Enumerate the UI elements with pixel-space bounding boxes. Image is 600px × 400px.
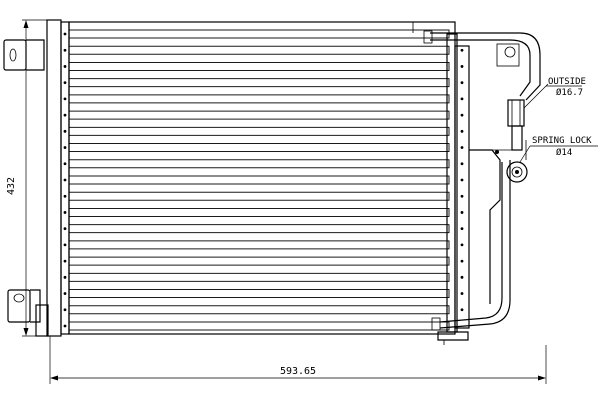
width-dimension: 593.65: [49, 336, 547, 384]
tube-rows: [68, 29, 450, 331]
inlet-pipe: [423, 30, 541, 101]
tube-7: [68, 126, 450, 136]
right-tank-dot: [460, 292, 464, 295]
left-tank-dot: [63, 292, 67, 295]
left-header-tank: [35, 19, 70, 337]
left-tank-dot: [63, 227, 67, 231]
outside-callout-title: OUTSIDE: [548, 77, 586, 87]
left-tank-dot: [63, 308, 67, 312]
tube-10: [68, 175, 450, 185]
tube-17: [68, 289, 450, 299]
left-tank-dot: [63, 178, 67, 182]
tube-4: [68, 78, 450, 88]
right-tank-dot: [460, 48, 464, 52]
left-tank-dot: [63, 48, 67, 52]
right-tank-dot: [460, 227, 464, 231]
tube-6: [68, 110, 450, 120]
tube-13: [68, 224, 450, 234]
tube-9: [68, 159, 450, 169]
right-tank-dot: [460, 81, 464, 85]
tube-15: [68, 256, 450, 266]
left-tank-dot: [63, 259, 67, 263]
left-tank-dot: [63, 324, 67, 328]
left-tank-dots: [63, 32, 67, 328]
tube-16: [68, 272, 450, 282]
left-tank-dot: [63, 65, 67, 68]
right-tank-dot: [460, 243, 464, 247]
tube-11: [68, 191, 450, 201]
left-tank-dot: [63, 194, 67, 198]
right-tank-dot: [460, 194, 464, 198]
right-tank-dots: [460, 48, 464, 312]
right-tank-dot: [460, 129, 464, 133]
right-tank-dot: [460, 211, 464, 214]
tube-18: [68, 305, 450, 315]
tube-1: [68, 29, 450, 39]
tube-8: [68, 143, 450, 153]
spring-lock-callout: SPRING LOCK Ø14: [519, 136, 598, 163]
outside-fitting: [507, 99, 527, 160]
condenser-core: [68, 21, 456, 335]
left-tank-dot: [63, 129, 67, 133]
left-tank-dot: [63, 81, 67, 85]
outlet-pipe: [431, 149, 511, 345]
left-tank-dot: [63, 32, 67, 36]
right-tank-dot: [460, 178, 464, 182]
tube-14: [68, 240, 450, 250]
spring-lock-callout-title: SPRING LOCK: [532, 136, 592, 146]
right-tank-dot: [460, 259, 464, 263]
right-tank-dot: [460, 113, 464, 117]
right-tank-dot: [460, 162, 464, 166]
left-tank-dot: [63, 146, 67, 149]
right-tank-dot: [460, 275, 464, 279]
outside-callout-value: Ø16.7: [556, 87, 583, 98]
tube-2: [68, 45, 450, 55]
outside-callout: OUTSIDE Ø16.7: [523, 77, 586, 109]
tube-5: [68, 94, 450, 104]
left-tank-dot: [63, 162, 67, 166]
left-tank-dot: [63, 275, 67, 279]
left-top-bracket: [3, 39, 45, 71]
left-tank-dot: [63, 211, 67, 214]
spring-lock-callout-value: Ø14: [556, 147, 572, 158]
right-tank-dot: [460, 146, 464, 149]
left-tank-dot: [63, 97, 67, 101]
reference-point: [495, 150, 499, 154]
tube-12: [68, 207, 450, 217]
left-tank-dot: [63, 243, 67, 247]
width-dimension-label: 593.65: [280, 366, 316, 377]
height-dimension: 432: [6, 19, 48, 337]
left-tank-dot: [63, 113, 67, 117]
spring-lock-fitting: [506, 161, 528, 183]
right-tank-dot: [460, 65, 464, 68]
right-header-tank: [446, 33, 470, 333]
left-bottom-bracket: [7, 289, 41, 323]
tube-19: [68, 321, 450, 331]
tube-3: [68, 61, 450, 71]
right-tank-dot: [460, 308, 464, 312]
right-tank-dot: [460, 97, 464, 101]
height-dimension-label: 432: [6, 177, 17, 195]
